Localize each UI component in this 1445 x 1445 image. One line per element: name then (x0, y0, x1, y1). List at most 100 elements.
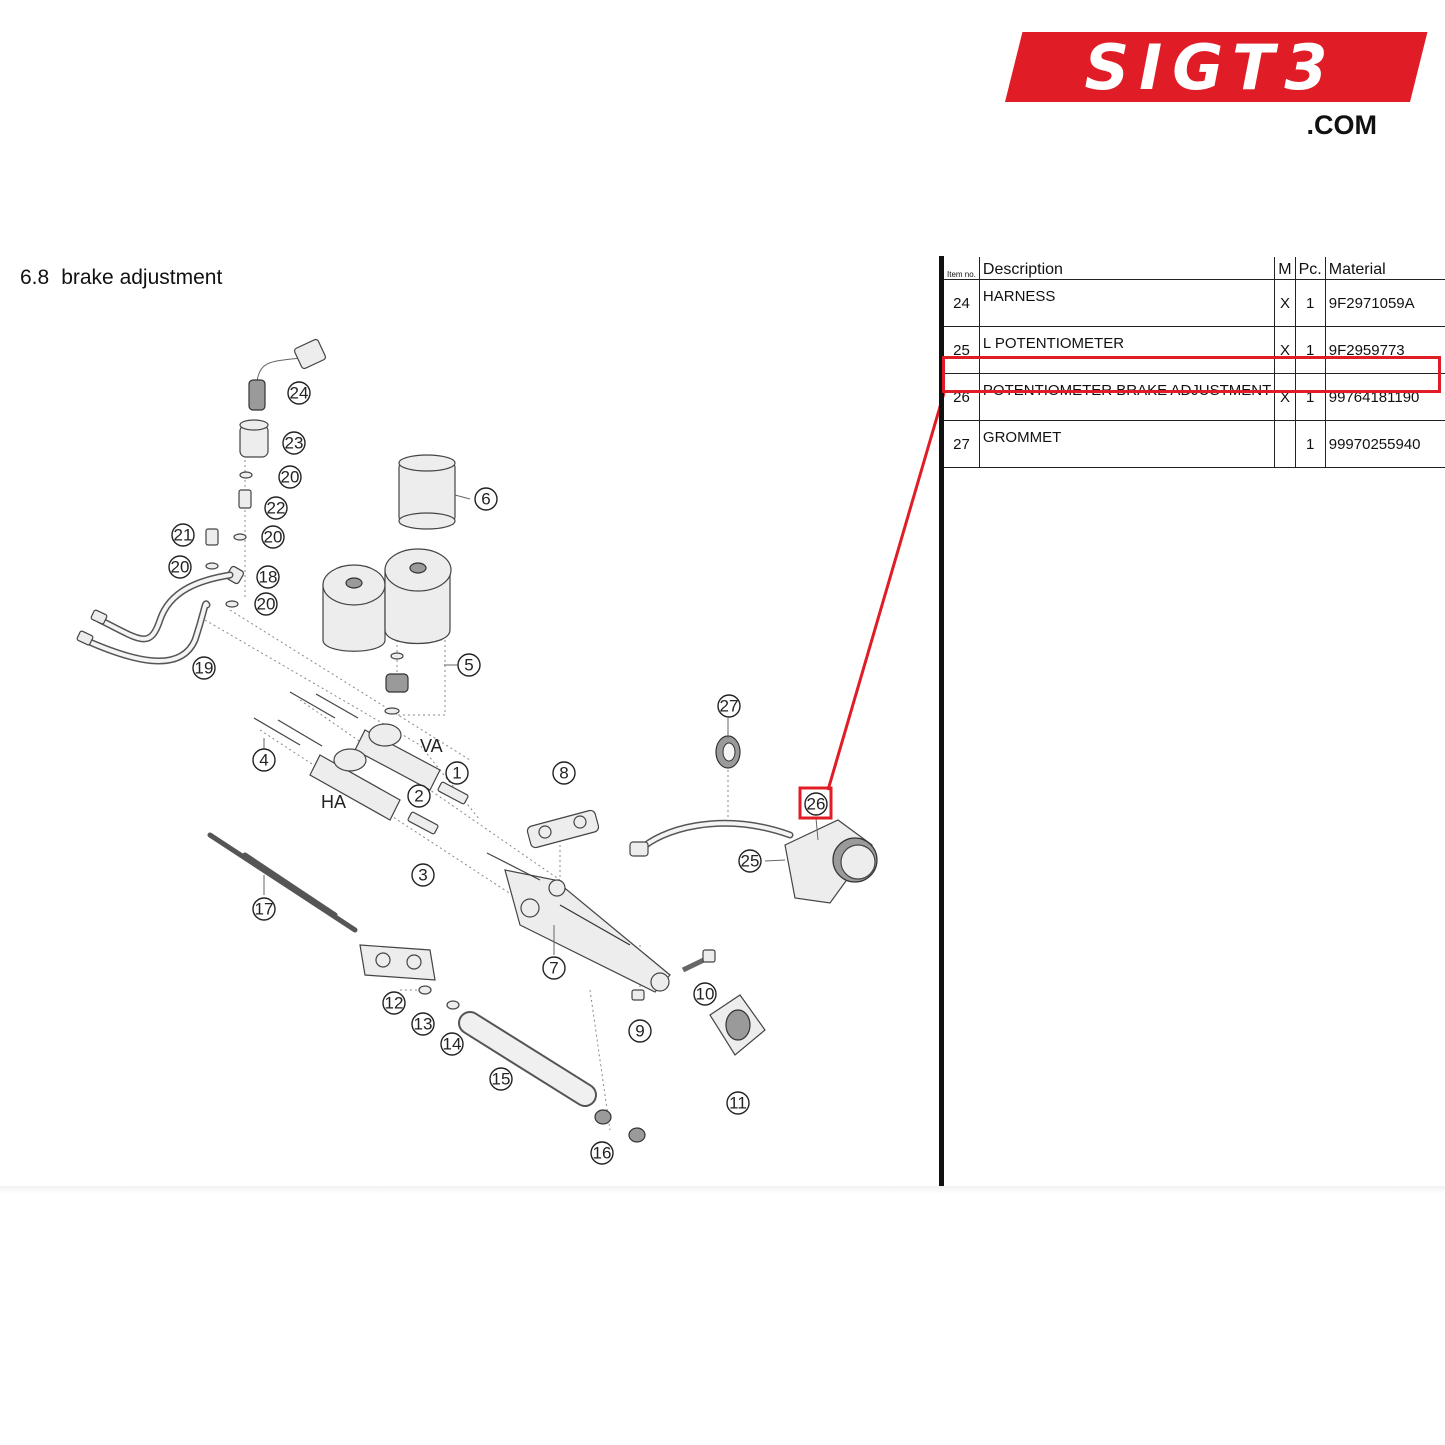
header-description: Description (978, 257, 1275, 280)
callout-10: 10 (693, 982, 717, 1006)
svg-text:11: 11 (729, 1094, 747, 1113)
svg-text:16: 16 (593, 1144, 612, 1163)
logo: SIGT3 .COM (1005, 31, 1428, 144)
section-name: brake adjustment (61, 266, 223, 289)
svg-text:18: 18 (259, 568, 278, 587)
callout-23: 23 (282, 431, 306, 455)
header-material: Material (1324, 257, 1445, 280)
row-material: 9F2959773 (1324, 326, 1445, 374)
page-bottom-edge (0, 1186, 1445, 1194)
header-m: M (1274, 257, 1296, 280)
svg-text:13: 13 (414, 1015, 433, 1034)
svg-text:7: 7 (549, 959, 558, 978)
master-cylinder-rear (309, 748, 439, 835)
callout-16: 16 (590, 1141, 614, 1165)
svg-text:20: 20 (257, 595, 276, 614)
svg-text:1: 1 (452, 764, 461, 783)
row-description: L POTENTIOMETER (978, 326, 1275, 374)
svg-text:20: 20 (281, 468, 300, 487)
callout-14: 14 (440, 1032, 464, 1056)
bolt-10-part (681, 949, 716, 973)
rods-part (207, 832, 358, 933)
row-highlight-box (942, 356, 1441, 393)
svg-text:20: 20 (171, 558, 190, 577)
callout-15: 15 (489, 1067, 513, 1091)
svg-text:22: 22 (267, 499, 286, 518)
svg-text:10: 10 (696, 985, 715, 1004)
front-axle-label: VA (420, 736, 443, 756)
callout-1: 1 (445, 761, 469, 785)
callout-13: 13 (411, 1012, 435, 1036)
header-item-no: Item no. (944, 257, 980, 280)
table-row[interactable]: 25 L POTENTIOMETER X 1 9F2959773 (944, 326, 1445, 374)
reservoir-part (322, 548, 452, 715)
callout-17: 17 (252, 897, 276, 921)
svg-text:12: 12 (385, 994, 404, 1013)
rear-axle-label: HA (321, 792, 346, 812)
small-fittings (205, 471, 253, 608)
clevis-part (526, 809, 600, 849)
row-m (1274, 420, 1296, 468)
section-title: 6.8 brake adjustment (20, 266, 222, 290)
row-pc: 1 (1294, 420, 1326, 468)
svg-text:27: 27 (720, 697, 739, 716)
row-item: 25 (944, 326, 980, 374)
svg-text:23: 23 (285, 434, 304, 453)
callout-8: 8 (552, 761, 576, 785)
grommet-16-part (594, 1109, 646, 1143)
header-pc: Pc. (1294, 257, 1326, 280)
brake-lines-part (76, 571, 234, 665)
sensor-body-part (239, 419, 269, 458)
row-description: POTENTIOMETER BRAKE ADJUSTMENT (978, 373, 1275, 421)
section-number: 6.8 (20, 266, 50, 289)
callout-22: 22 (264, 496, 288, 520)
callout-19: 19 (192, 656, 216, 680)
harness-part (248, 338, 327, 411)
bracket-part (359, 944, 460, 1010)
svg-text:9: 9 (635, 1022, 644, 1041)
row-pc: 1 (1294, 373, 1326, 421)
callout-21: 21 (171, 523, 195, 547)
row-material: 9F2971059A (1324, 279, 1445, 327)
svg-text:24: 24 (290, 384, 309, 403)
nut-part (631, 989, 645, 1001)
table-row[interactable]: 24 HARNESS X 1 9F2971059A (944, 279, 1445, 327)
svg-text:2: 2 (414, 787, 423, 806)
table-row[interactable]: 27 GROMMET 1 99970255940 (944, 420, 1445, 468)
callout-3: 3 (411, 863, 435, 887)
callout-2: 2 (407, 784, 431, 808)
grommet-27-part (715, 735, 741, 769)
callout-12: 12 (382, 991, 406, 1015)
svg-text:21: 21 (174, 526, 193, 545)
svg-text:19: 19 (195, 659, 214, 678)
logo-brand-text: SIGT3 (1084, 31, 1338, 104)
callout-7: 7 (542, 956, 566, 980)
svg-text:4: 4 (259, 751, 268, 770)
row-pc: 1 (1294, 279, 1326, 327)
callout-6: 6 (474, 487, 498, 511)
svg-text:26: 26 (807, 795, 826, 814)
callout-20: 20 (168, 555, 192, 579)
row-m: X (1274, 326, 1296, 374)
callout-25: 25 (738, 849, 762, 873)
table-header-row: Item no. Description M Pc. Material (944, 257, 1445, 280)
callout-18: 18 (256, 565, 280, 589)
svg-text:6: 6 (481, 490, 490, 509)
callout-9: 9 (628, 1019, 652, 1043)
callout-26-highlight (798, 786, 833, 820)
svg-text:8: 8 (559, 764, 568, 783)
callout-20: 20 (278, 465, 302, 489)
callout-20: 20 (254, 592, 278, 616)
svg-text:25: 25 (741, 852, 760, 871)
callout-27: 27 (717, 694, 741, 718)
svg-text:3: 3 (418, 866, 427, 885)
svg-text:17: 17 (255, 900, 274, 919)
row-item: 24 (944, 279, 980, 327)
row-m: X (1274, 373, 1296, 421)
parts-table: Item no. Description M Pc. Material 24 H… (944, 257, 1445, 468)
svg-text:15: 15 (492, 1070, 511, 1089)
row-description: HARNESS (978, 279, 1275, 327)
reservoir-cap-part (398, 454, 456, 530)
highlight-connector (826, 392, 946, 791)
